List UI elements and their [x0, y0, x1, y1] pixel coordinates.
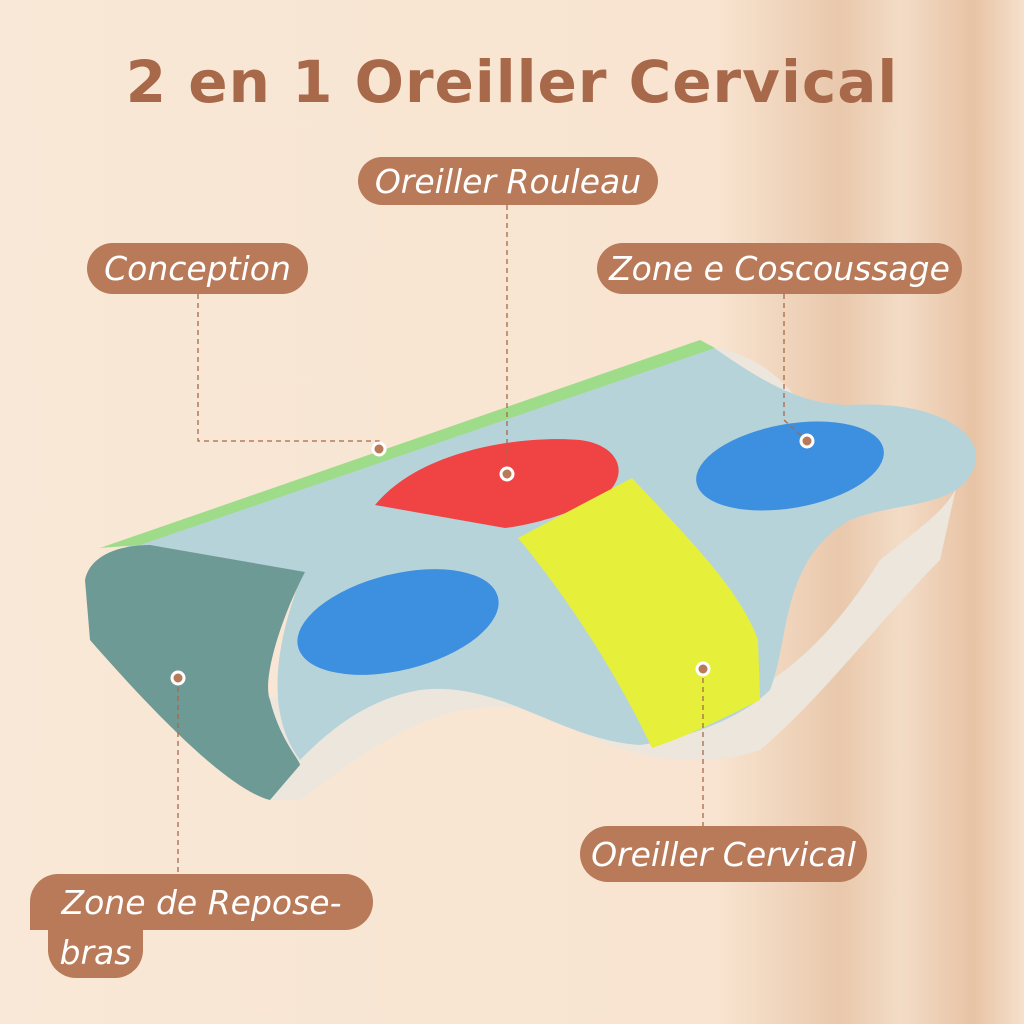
green-zone	[100, 340, 715, 548]
blue-zone-right	[696, 421, 884, 511]
label-design: Conception	[87, 243, 308, 294]
yellow-zone	[518, 478, 760, 748]
pillow-base	[230, 470, 960, 800]
marker-armrest	[170, 670, 186, 686]
blue-zone-left	[297, 569, 499, 675]
label-cervical-pillow: Oreiller Cervical	[580, 826, 867, 882]
leader-lines	[177, 205, 808, 874]
armrest-side	[85, 545, 305, 800]
leader-design	[197, 294, 380, 449]
marker-cervical	[695, 661, 711, 677]
label-armrest-line2: bras	[48, 926, 143, 978]
label-roll-pillow: Oreiller Rouleau	[358, 157, 658, 205]
red-zone	[375, 439, 619, 528]
label-shock-zone: Zone e Coscoussage	[597, 243, 962, 294]
marker-roll	[499, 466, 515, 482]
label-armrest-line1: Zone de Repose-	[30, 874, 373, 930]
page-title: 2 en 1 Oreiller Cervical	[125, 48, 899, 116]
leader-shock	[783, 294, 808, 442]
marker-shock	[799, 433, 815, 449]
marker-design	[371, 441, 387, 457]
markers	[170, 433, 815, 686]
